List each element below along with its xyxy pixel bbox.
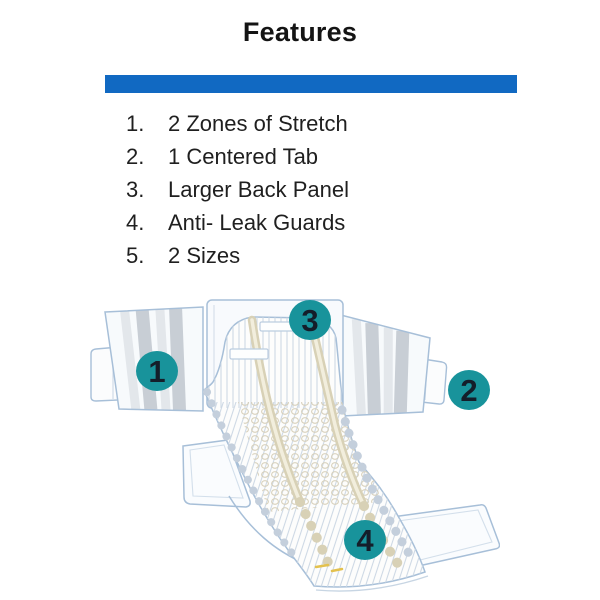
list-item-number: 2.: [126, 144, 145, 169]
callout-badge-3: 3: [289, 300, 331, 340]
accent-bar: [105, 75, 517, 93]
callout-badge-4: 4: [344, 520, 386, 560]
leg-gathers: [203, 388, 419, 567]
list-item: 4. Anti- Leak Guards: [126, 206, 349, 239]
callout-badge-2-label: 2: [460, 373, 477, 408]
list-item-number: 5.: [126, 243, 145, 268]
page-title: Features: [242, 17, 358, 47]
callout-badge-1-label: 1: [148, 354, 165, 389]
callout-badge-2: 2: [448, 370, 490, 410]
list-item-number: 4.: [126, 210, 145, 235]
callout-badge-1: 1: [136, 351, 178, 391]
list-item-number: 1.: [126, 111, 145, 136]
list-item-label: 1 Centered Tab: [168, 144, 319, 169]
callout-badge-3-label: 3: [301, 303, 318, 338]
list-item-label: Anti- Leak Guards: [168, 210, 346, 235]
centered-tab-strips: [229, 321, 295, 360]
list-item-number: 3.: [126, 177, 145, 202]
callout-badge-4-label: 4: [356, 523, 374, 558]
diaper-illustration: 1 2 3 4: [90, 299, 500, 592]
left-stretch-panel: [104, 306, 204, 412]
right-stretch-panel: [332, 312, 431, 417]
list-item-label: Larger Back Panel: [168, 177, 349, 202]
list-item-label: 2 Sizes: [168, 243, 241, 268]
list-item: 3. Larger Back Panel: [126, 173, 349, 206]
list-item: 2. 1 Centered Tab: [126, 140, 349, 173]
list-item: 5. 2 Sizes: [126, 239, 349, 272]
features-list: 1. 2 Zones of Stretch 2. 1 Centered Tab …: [126, 107, 349, 272]
list-item-label: 2 Zones of Stretch: [168, 111, 348, 136]
list-item: 1. 2 Zones of Stretch: [126, 107, 349, 140]
wetness-indicator-marks: [314, 563, 344, 573]
